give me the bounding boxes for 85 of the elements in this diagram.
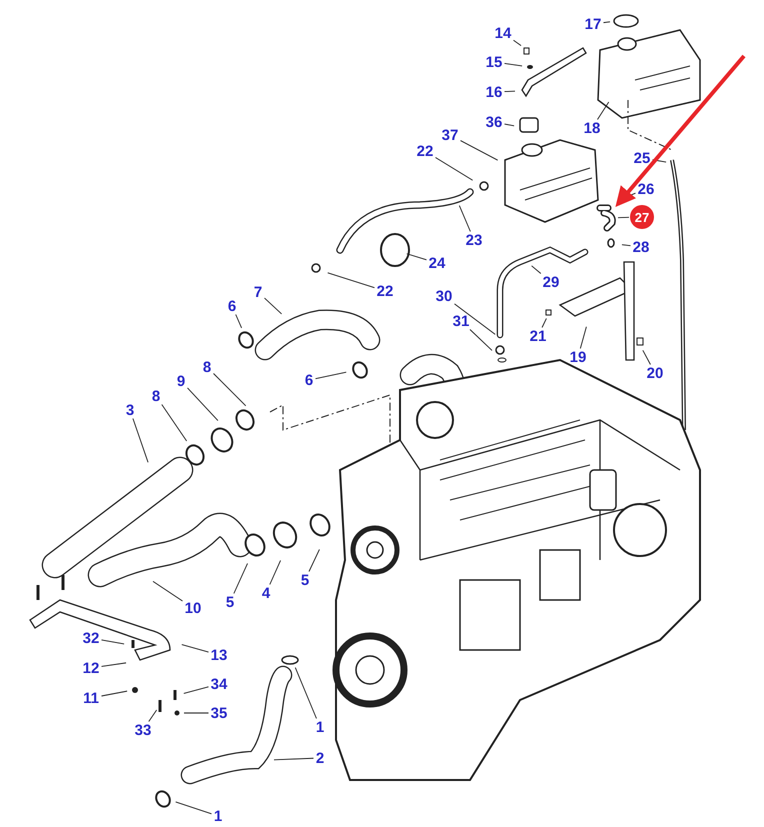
callout-number: 6 [304,372,314,388]
callout-number: 9 [176,374,186,388]
callout-number: 12 [82,660,100,676]
leader-line [101,639,125,644]
callout-number: 37 [440,128,460,142]
leader-line [315,372,347,380]
leader-line [327,272,375,288]
leader-line [597,102,610,120]
leader-line [460,140,498,161]
leader-line [101,690,128,696]
callout-number: 2 [314,750,326,766]
leader-line [580,326,587,349]
callout-number: 15 [484,54,504,70]
callout-number: 19 [568,350,588,364]
callout-number: 18 [582,120,602,136]
callout-number: 30 [434,288,454,304]
callout-number: 4 [260,586,272,600]
callout-number: 31 [452,314,470,328]
callout-number: 35 [210,706,228,720]
callout-number: 28 [632,240,650,254]
callout-number: 3 [124,402,136,418]
callout-number: 23 [464,232,484,248]
leader-line [175,801,212,814]
callout-number: 10 [184,600,202,616]
callout-number: 5 [224,594,236,610]
leader-line [308,548,320,572]
callout-number: 24 [428,256,446,270]
leader-line [213,373,246,406]
callout-number: 6 [226,298,238,314]
callout-number: 5 [300,572,310,588]
callout-number: 16 [484,84,504,100]
callout-number: 34 [210,676,228,692]
callout-number: 17 [584,16,602,32]
leader-line [101,662,127,667]
leader-line [470,329,492,351]
leader-line [294,667,317,719]
leader-line [618,216,630,218]
callout-number: 26 [636,182,656,196]
callout-number: 8 [202,360,212,374]
leader-line [652,159,667,162]
callout-number: 22 [376,284,394,298]
highlighted-callout-number: 27 [630,205,654,229]
callout-number: 25 [632,150,652,166]
hose-drawing [595,204,617,232]
leader-line [187,388,218,422]
leader-line [184,712,209,714]
callout-number: 33 [134,722,152,738]
callout-number: 21 [528,328,548,344]
callout-number: 22 [416,144,434,158]
leader-line [406,253,427,260]
leader-line [233,563,248,594]
leader-line [183,686,209,694]
leader-line [264,298,282,314]
leader-line [542,318,547,328]
leader-line [603,21,610,24]
leader-line [274,758,314,760]
arrow [615,54,746,207]
leader-line [504,63,523,66]
leader-line [235,314,242,328]
leader-line [161,404,188,442]
leader-line [152,580,183,602]
callout-number: 20 [646,366,664,380]
callout-number: 14 [494,26,512,40]
leader-line [504,90,516,92]
leader-line [622,244,631,246]
callout-number: 7 [252,284,264,300]
leader-line [458,205,471,232]
leader-line [181,644,209,653]
callout-number: 11 [82,690,100,706]
callout-number: 29 [542,274,560,290]
leader-line [642,350,651,365]
leader-line [454,303,496,335]
callout-number: 13 [210,648,228,662]
leader-line [504,124,515,126]
leader-line [531,265,542,274]
callout-number: 32 [82,630,100,646]
leader-line [513,40,522,46]
leader-line [435,157,474,181]
callout-number: 1 [314,720,326,734]
callout-number: 8 [150,388,162,404]
leader-line [269,560,281,585]
leader-line [148,710,158,722]
callout-number: 1 [212,808,224,824]
callout-number: 36 [484,114,504,130]
leader-line [132,418,148,463]
